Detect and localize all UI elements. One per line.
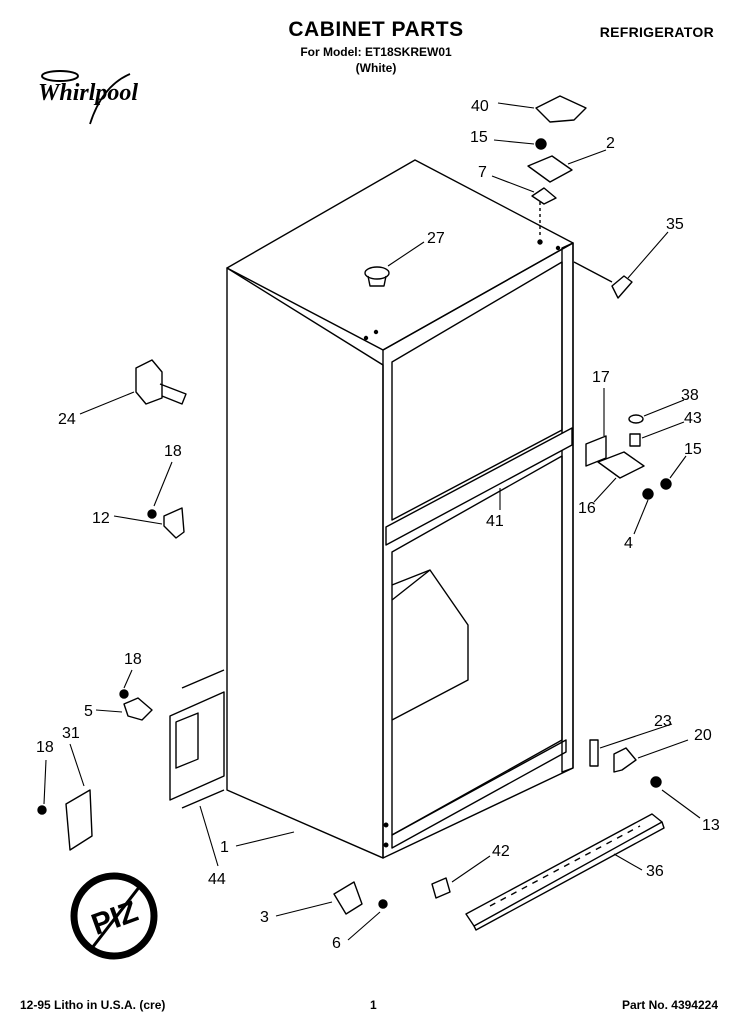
callout-2: 2 bbox=[606, 135, 615, 152]
part-screw-center bbox=[660, 478, 672, 490]
callout-labels: 40 15 2 7 35 27 24 17 38 43 15 18 12 16 … bbox=[36, 98, 720, 952]
part-right-bracket bbox=[613, 747, 637, 773]
part-screw-left-upper bbox=[147, 509, 157, 519]
brand-name: Whirlpool bbox=[38, 80, 139, 106]
part-leveling-bracket bbox=[123, 697, 153, 721]
divider-mullion bbox=[385, 427, 573, 546]
callout-31: 31 bbox=[62, 725, 80, 742]
part-screw-left-lower bbox=[37, 805, 47, 815]
part-top-bracket bbox=[611, 275, 633, 299]
callout-3: 3 bbox=[260, 909, 269, 926]
callout-12: 12 bbox=[92, 510, 110, 527]
page-title: CABINET PARTS bbox=[288, 18, 464, 41]
callout-35: 35 bbox=[666, 216, 684, 233]
callout-5: 5 bbox=[84, 703, 93, 720]
color-line: (White) bbox=[355, 61, 397, 75]
part-screw-right bbox=[650, 776, 662, 788]
callout-16: 16 bbox=[578, 500, 596, 517]
part-screw-left-mid bbox=[119, 689, 129, 699]
piz-stamp-text: PIZ bbox=[87, 895, 142, 942]
callout-40: 40 bbox=[471, 98, 489, 115]
callout-18-mid: 18 bbox=[124, 651, 142, 668]
appliance-type: REFRIGERATOR bbox=[599, 24, 714, 40]
page-number: 1 bbox=[370, 998, 377, 1012]
bottom-rail bbox=[391, 739, 567, 849]
part-door-bracket bbox=[163, 507, 185, 539]
callout-4: 4 bbox=[624, 535, 633, 552]
callout-27: 27 bbox=[427, 230, 445, 247]
callout-36: 36 bbox=[646, 863, 664, 880]
piz-stamp: PIZ bbox=[70, 872, 158, 960]
callout-38: 38 bbox=[681, 387, 699, 404]
part-roller-bracket bbox=[333, 881, 363, 915]
part-side-rail bbox=[169, 691, 225, 801]
part-nut bbox=[642, 488, 654, 500]
part-plug bbox=[364, 266, 390, 280]
callout-1: 1 bbox=[220, 839, 229, 856]
part-screw-top bbox=[535, 138, 547, 150]
fresh-food-opening bbox=[391, 455, 563, 836]
brand-logo: Whirlpool bbox=[30, 66, 170, 136]
callout-13: 13 bbox=[702, 817, 720, 834]
inner-shelf-ramp bbox=[391, 569, 469, 721]
part-screw-roller bbox=[378, 899, 388, 909]
part-grille-clip bbox=[431, 877, 451, 899]
part-washer bbox=[628, 414, 644, 424]
model-line: For Model: ET18SKREW01 bbox=[300, 45, 452, 59]
callout-18-lower: 18 bbox=[36, 739, 54, 756]
leader-lines bbox=[43, 102, 701, 941]
print-info: 12-95 Litho in U.S.A. (cre) bbox=[20, 998, 166, 1012]
part-bushing bbox=[629, 433, 641, 447]
freezer-opening bbox=[391, 261, 563, 521]
part-cover-plate bbox=[65, 789, 93, 851]
callout-18-upper: 18 bbox=[164, 443, 182, 460]
part-top-hinge bbox=[527, 155, 573, 183]
part-hinge-shim bbox=[531, 187, 557, 205]
callout-15-mid: 15 bbox=[684, 441, 702, 458]
part-hinge-cover bbox=[535, 95, 587, 123]
cabinet-front-frame bbox=[382, 242, 574, 859]
callout-20: 20 bbox=[694, 727, 712, 744]
logo-swirl-icon bbox=[41, 70, 131, 125]
callout-17: 17 bbox=[592, 369, 610, 386]
part-center-hinge-shim bbox=[585, 435, 607, 467]
callout-23: 23 bbox=[654, 713, 672, 730]
part-toe-grille bbox=[465, 813, 663, 927]
callout-7: 7 bbox=[478, 164, 487, 181]
part-number: Part No. 4394224 bbox=[621, 998, 718, 1012]
part-door-stop bbox=[135, 359, 163, 405]
callout-44: 44 bbox=[208, 871, 226, 888]
cabinet-right-edge bbox=[561, 242, 574, 773]
part-right-shim bbox=[589, 739, 599, 767]
callout-15-top: 15 bbox=[470, 129, 488, 146]
part-center-hinge bbox=[597, 451, 645, 479]
callout-24: 24 bbox=[58, 411, 76, 428]
callout-41: 41 bbox=[486, 513, 504, 530]
callout-42: 42 bbox=[492, 843, 510, 860]
cabinet-left-side bbox=[226, 267, 384, 859]
callout-43: 43 bbox=[684, 410, 702, 427]
callout-6: 6 bbox=[332, 935, 341, 952]
